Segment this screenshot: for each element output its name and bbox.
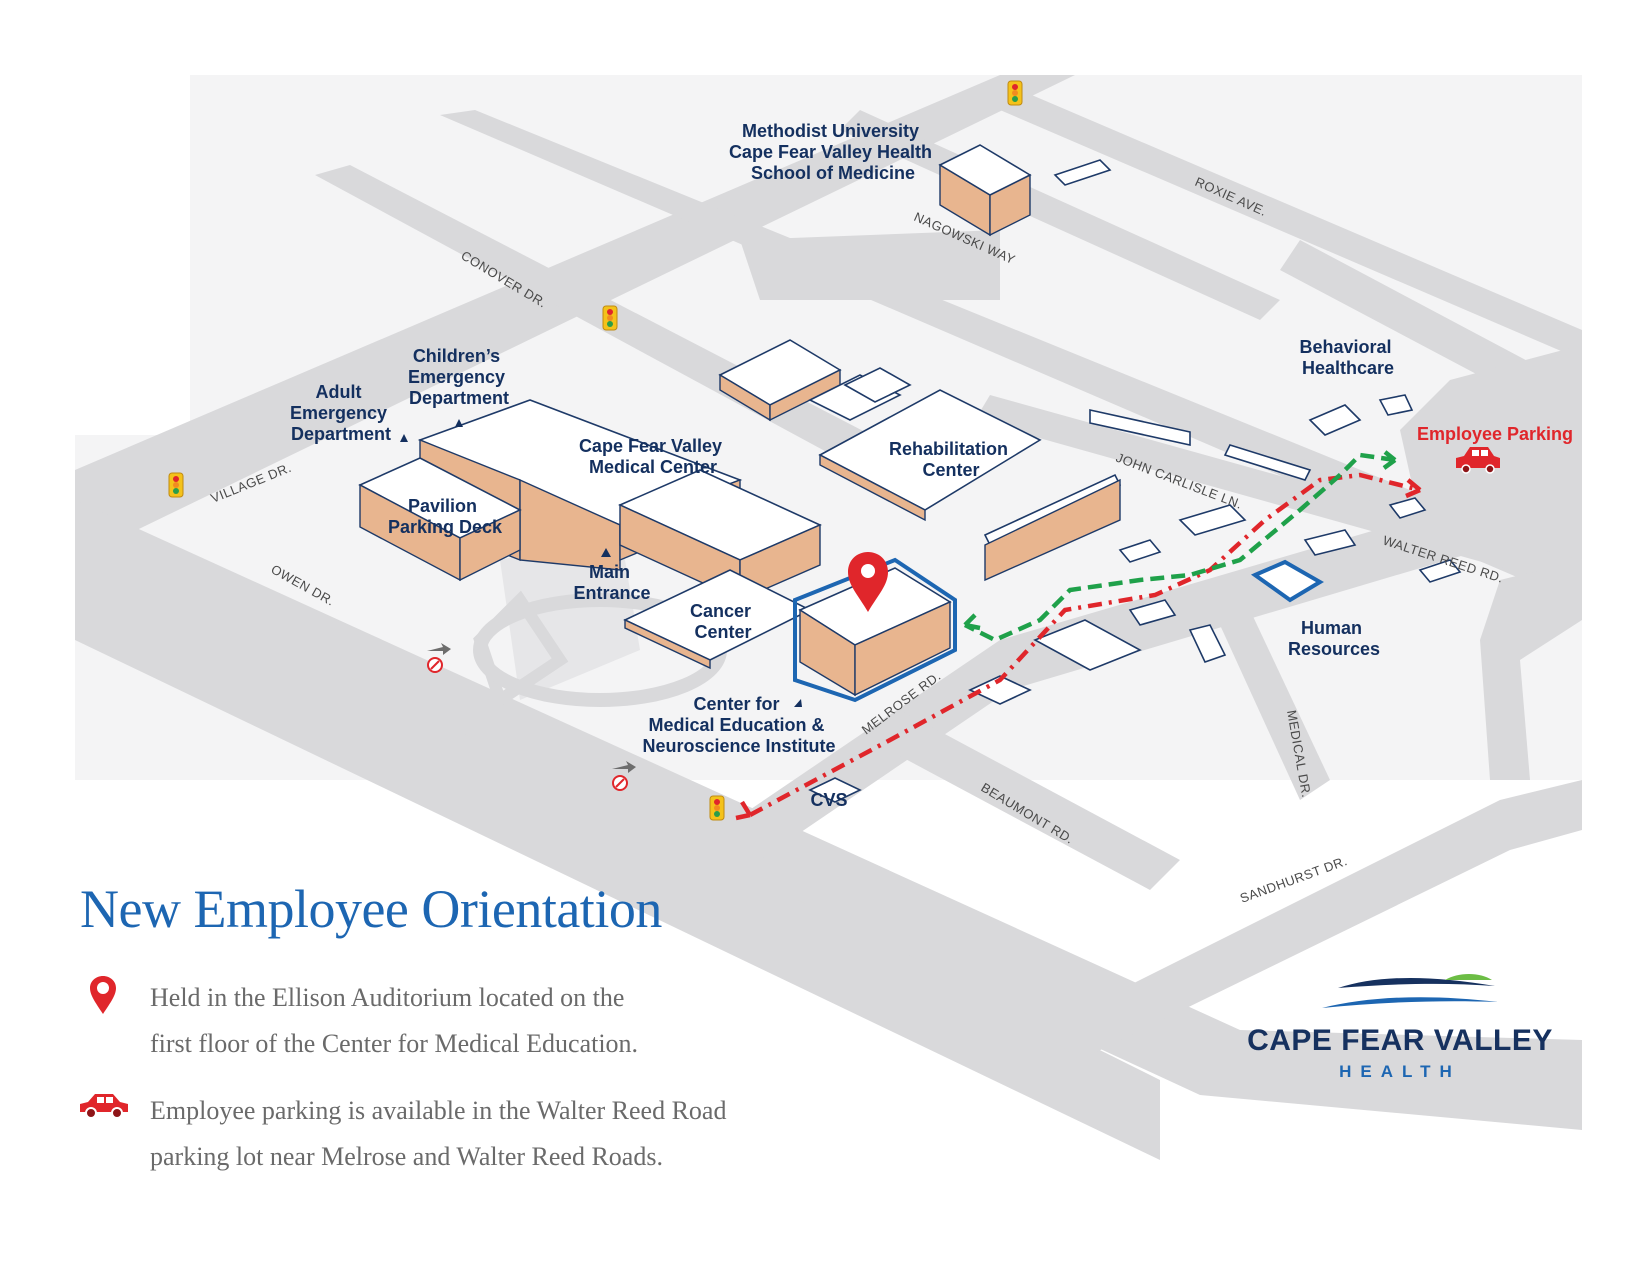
brand-name: CAPE FEAR VALLEY (1247, 1024, 1553, 1057)
brand-logo: CAPE FEAR VALLEY HEALTH (1240, 968, 1560, 1083)
arrow-up-icon (794, 699, 802, 707)
location-pin-icon (848, 552, 888, 612)
brand-sub: HEALTH (1339, 1062, 1461, 1081)
label-pavilion: Pavilion Parking Deck (388, 496, 503, 537)
legend-text-location: Held in the Ellison Auditorium located o… (150, 983, 639, 1058)
logo-waves-icon (1322, 974, 1498, 1008)
traffic-light-icon (1007, 80, 1023, 106)
label-cancer-center: Cancer Center (690, 601, 756, 642)
building-labels: Methodist University Cape Fear Valley He… (290, 121, 1573, 810)
label-rehab: Rehabilitation Center (889, 439, 1013, 480)
arrow-up-icon (455, 419, 463, 427)
legend-title: New Employee Orientation (80, 879, 662, 939)
label-behavioral: Behavioral Healthcare (1299, 337, 1396, 378)
label-main-entrance: Main Entrance (573, 562, 650, 603)
car-icon (80, 1094, 128, 1119)
arrow-up-icon (400, 434, 408, 442)
label-hr: Human Resources (1288, 618, 1380, 659)
label-employee-parking: Employee Parking (1417, 424, 1573, 444)
walking-route-line (963, 452, 1396, 643)
label-methodist: Methodist University Cape Fear Valley He… (729, 121, 937, 183)
legend-text-parking: Employee parking is available in the Wal… (150, 1096, 727, 1171)
traffic-light-icon (602, 305, 618, 331)
routes-layer (735, 450, 1422, 821)
label-cme: Center for Medical Education & Neuroscie… (642, 694, 835, 756)
label-childrens-ed: Children’s Emergency Department (408, 346, 510, 408)
location-pin-icon (90, 976, 116, 1014)
car-icon (1456, 447, 1500, 474)
label-medical-center: Cape Fear Valley Medical Center (579, 436, 727, 477)
traffic-light-icon (709, 795, 725, 821)
label-cvs: CVS (810, 790, 847, 810)
arrow-up-icon (601, 548, 611, 557)
buildings-layer (358, 144, 1462, 803)
label-adult-ed: Adult Emergency Department (290, 382, 392, 444)
traffic-light-icon (168, 472, 184, 498)
roads-layer (75, 75, 1582, 1160)
